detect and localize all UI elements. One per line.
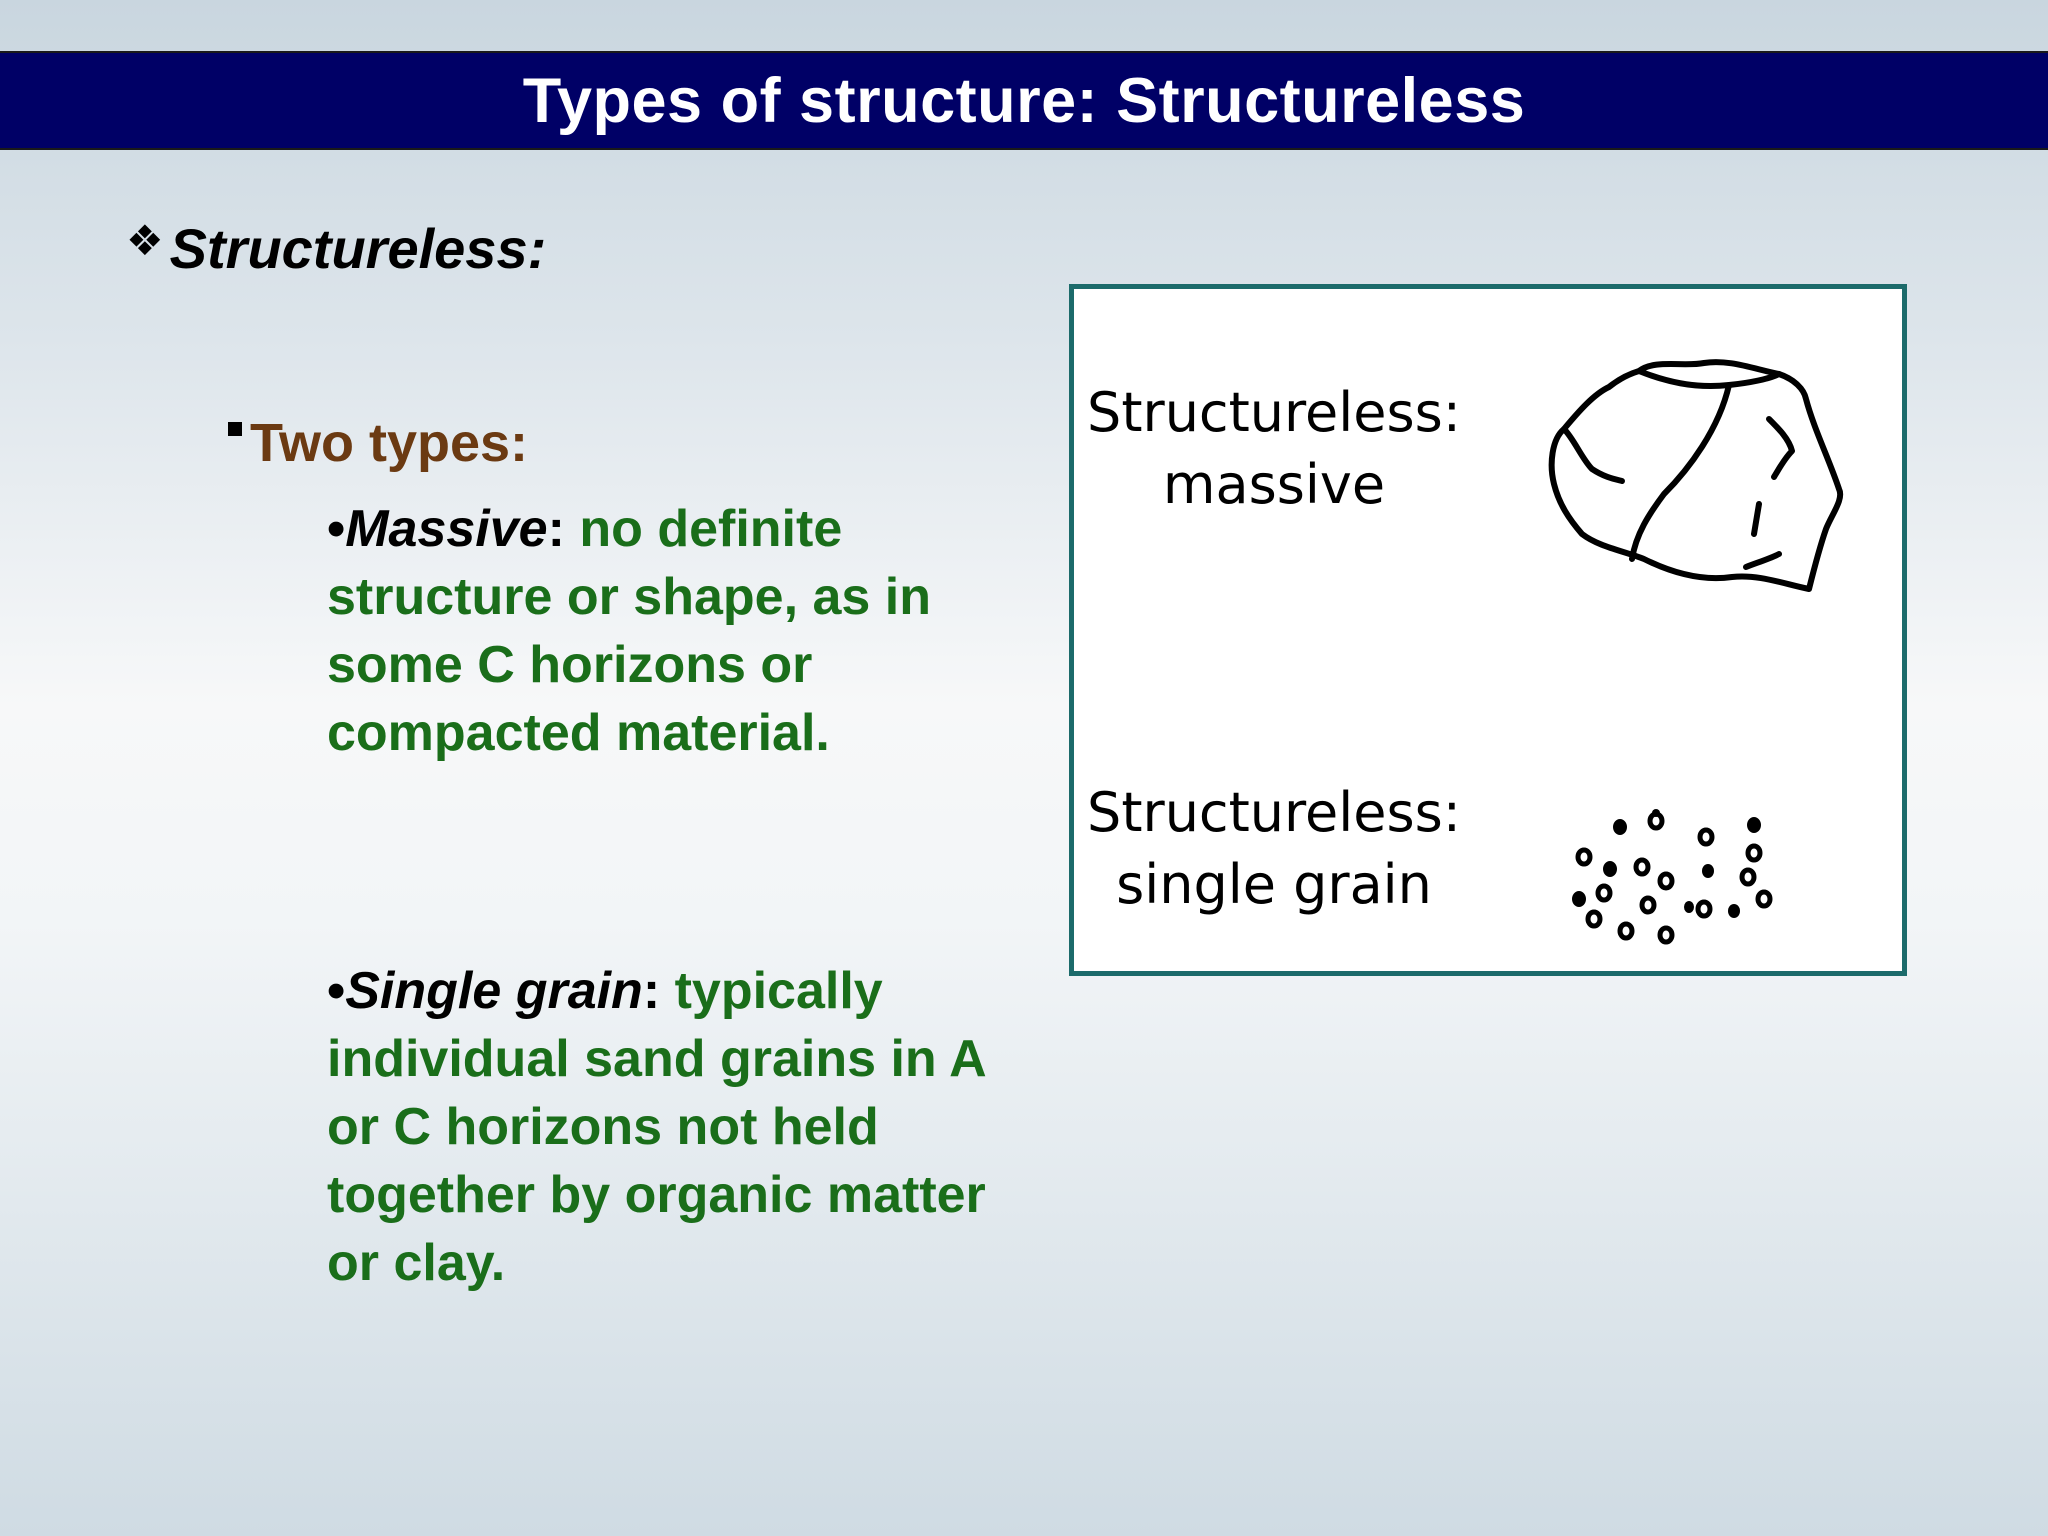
figure-label-massive: Structureless: massive <box>1074 377 1474 521</box>
item-massive: •Massive: no definite structure or shape… <box>327 495 1027 767</box>
figure-label-massive-line2: massive <box>1162 453 1386 516</box>
single-grain-drawing <box>1572 809 1773 945</box>
figure-label-grain-line1: Structureless: <box>1087 781 1461 844</box>
heading-bullet: ❖ Structureless: <box>126 216 546 281</box>
item-term: Massive <box>345 500 548 558</box>
item-colon: : <box>547 500 565 558</box>
figure-label-single-grain: Structureless: single grain <box>1074 777 1474 921</box>
title-bar: Types of structure: Structureless <box>0 51 2048 150</box>
slide-title: Types of structure: Structureless <box>522 65 1526 136</box>
item-description: no definite structure or shape, as in so… <box>327 500 931 762</box>
diamond-cluster-icon: ❖ <box>126 217 164 264</box>
item-description: typically individual sand grains in A or… <box>327 962 986 1292</box>
heading-text: Structureless: <box>169 217 547 280</box>
square-bullet-icon <box>228 422 242 436</box>
dot-bullet-icon: • <box>327 500 346 558</box>
dot-bullet-icon: • <box>327 962 346 1020</box>
sub-bullet: Two types: <box>228 412 528 474</box>
item-colon: : <box>642 962 661 1020</box>
sub-bullet-text: Two types: <box>250 413 529 473</box>
figure-label-massive-line1: Structureless: <box>1087 381 1461 444</box>
massive-clod-drawing <box>1548 359 1844 592</box>
item-term: Single grain <box>345 962 643 1020</box>
item-single-grain: •Single grain: typically individual sand… <box>327 957 1027 1297</box>
structure-figure: Structureless: massive Structureless: si… <box>1069 284 1907 976</box>
figure-label-grain-line2: single grain <box>1116 853 1432 916</box>
